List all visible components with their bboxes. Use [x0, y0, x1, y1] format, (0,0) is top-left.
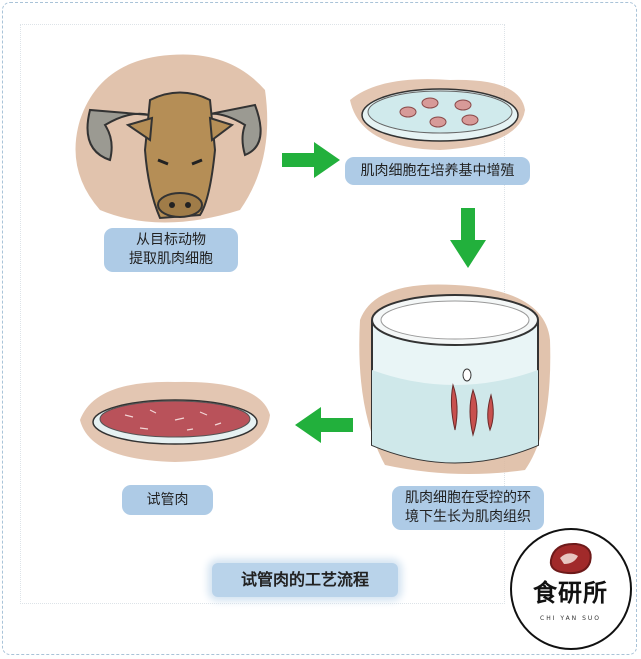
- cow-illustration: [75, 54, 268, 223]
- steak-icon: [549, 542, 592, 575]
- petri-dish-cells: [350, 79, 525, 150]
- step-4-label: 试管肉: [122, 485, 213, 515]
- step-2-label: 肌肉细胞在培养基中增殖: [345, 157, 530, 185]
- step-4-line-1: 试管肉: [146, 491, 189, 508]
- step-1-line-1: 从目标动物: [136, 232, 206, 248]
- petri-dish-meat: [80, 381, 270, 462]
- step-3-label: 肌肉细胞在受控的环 境下生长为肌肉组织: [392, 486, 544, 530]
- step-3-line-2: 境下生长为肌肉组织: [405, 509, 531, 525]
- logo-name: 食研所: [533, 579, 608, 607]
- bioreactor-illustration: [359, 284, 551, 474]
- logo-pinyin: CHI YAN SUO: [540, 615, 601, 622]
- diagram-title: 试管肉的工艺流程: [212, 563, 398, 597]
- logo: 食研所 CHI YAN SUO: [510, 528, 632, 650]
- step-2-line-1: 肌肉细胞在培养基中增殖: [360, 162, 515, 179]
- step-1-line-2: 提取肌肉细胞: [129, 251, 213, 267]
- arrow-right-icon: [282, 142, 340, 178]
- arrow-left-icon: [295, 407, 353, 443]
- arrow-down-icon: [450, 208, 486, 268]
- step-1-label: 从目标动物 提取肌肉细胞: [104, 228, 238, 272]
- step-3-line-1: 肌肉细胞在受控的环: [405, 490, 531, 506]
